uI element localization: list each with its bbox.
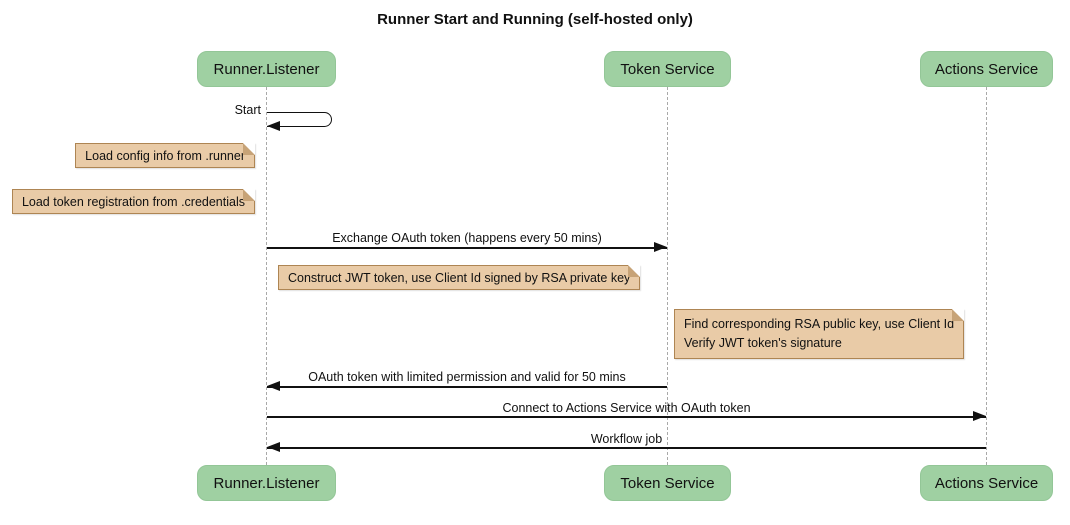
message-workflow-job-line (267, 447, 986, 449)
participant-token-service-bottom: Token Service (604, 465, 731, 501)
note-verify-jwt-line-1: Find corresponding RSA public key, use C… (684, 317, 955, 331)
arrowhead-right-icon (654, 242, 667, 252)
message-oauth-token-returned-line (267, 386, 667, 388)
note-construct-jwt: Construct JWT token, use Client Id signe… (278, 265, 641, 290)
participant-actions-service-bottom: Actions Service (920, 465, 1053, 501)
lifeline-actions-service (986, 87, 987, 465)
self-message-start-label: Start (234, 103, 261, 117)
participant-runner-listener-top: Runner.Listener (197, 51, 336, 87)
note-verify-jwt-line-2: Verify JWT token's signature (684, 336, 842, 351)
message-workflow-job-label: Workflow job (590, 432, 663, 446)
message-connect-actions-label: Connect to Actions Service with OAuth to… (502, 401, 751, 415)
note-verify-jwt: Find corresponding RSA public key, use C… (674, 309, 965, 359)
diagram-title: Runner Start and Running (self-hosted on… (377, 11, 693, 28)
lifeline-runner-listener (266, 87, 267, 465)
participant-actions-service-top: Actions Service (920, 51, 1053, 87)
arrowhead-left-icon (267, 442, 280, 452)
arrowhead-left-icon (267, 381, 280, 391)
self-message-start-loop (267, 112, 332, 127)
message-exchange-oauth-line (267, 247, 667, 249)
note-load-token-registration: Load token registration from .credential… (11, 189, 256, 214)
participant-runner-listener-bottom: Runner.Listener (197, 465, 336, 501)
lifeline-token-service (667, 87, 668, 465)
participant-token-service-top: Token Service (604, 51, 731, 87)
message-oauth-token-returned-label: OAuth token with limited permission and … (308, 370, 626, 384)
arrowhead-left-icon (267, 121, 280, 131)
message-connect-actions-line (267, 416, 986, 418)
note-load-config: Load config info from .runner (75, 143, 255, 168)
message-exchange-oauth-label: Exchange OAuth token (happens every 50 m… (332, 231, 602, 245)
arrowhead-right-icon (973, 411, 986, 421)
